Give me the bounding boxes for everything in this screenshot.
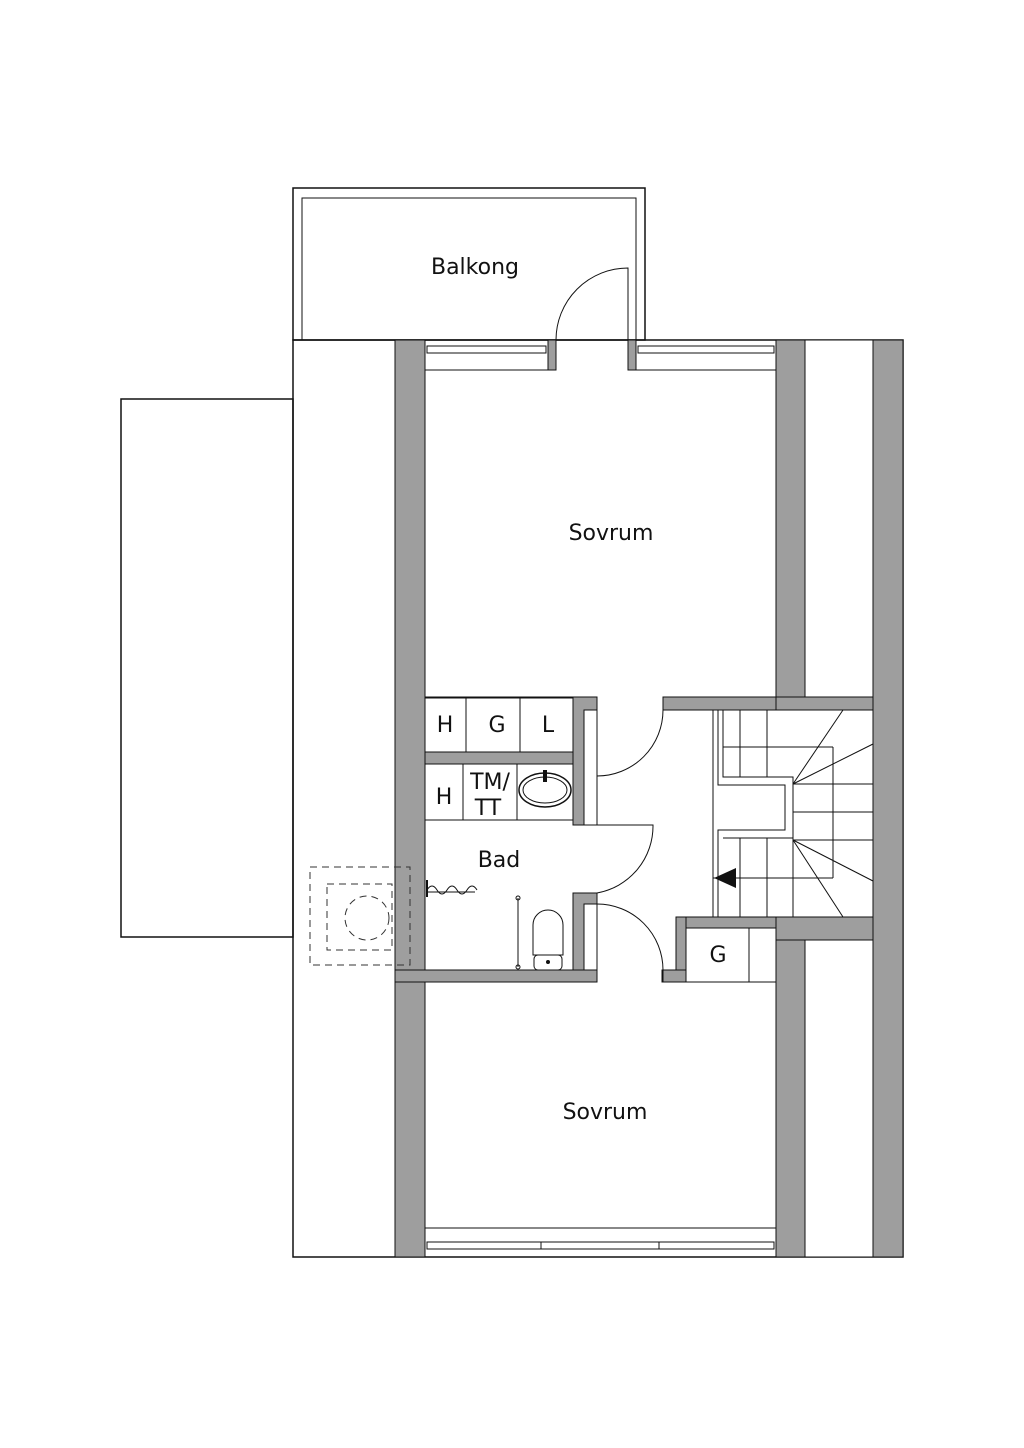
closets	[424, 697, 777, 983]
bath-closet-label-tm: TM/	[469, 770, 510, 795]
room-label-bedroom-top: Sovrum	[569, 521, 654, 546]
room-label-bedroom-bottom: Sovrum	[563, 1100, 648, 1125]
bath-closet-label-h: H	[436, 785, 453, 810]
closet-label-l: L	[542, 713, 555, 738]
windows	[424, 339, 777, 1258]
towel-heater-icon	[426, 880, 478, 897]
roof-extension	[120, 398, 294, 938]
doors	[555, 267, 664, 982]
bath-closet-label-tt: TT	[474, 796, 502, 821]
room-label-balcony: Balkong	[431, 255, 519, 280]
closet-label-h: H	[437, 713, 454, 738]
chimney-outline	[309, 866, 411, 966]
room-label-bathroom: Bad	[478, 848, 521, 873]
shower-rod-icon	[515, 895, 521, 970]
hall-closet-label-g: G	[709, 943, 726, 968]
stair-direction-arrow-icon	[714, 868, 736, 888]
toilet-icon	[532, 909, 564, 971]
sink-icon	[518, 770, 572, 808]
closet-label-g: G	[488, 713, 505, 738]
staircase	[712, 709, 874, 918]
walls	[394, 339, 904, 1258]
